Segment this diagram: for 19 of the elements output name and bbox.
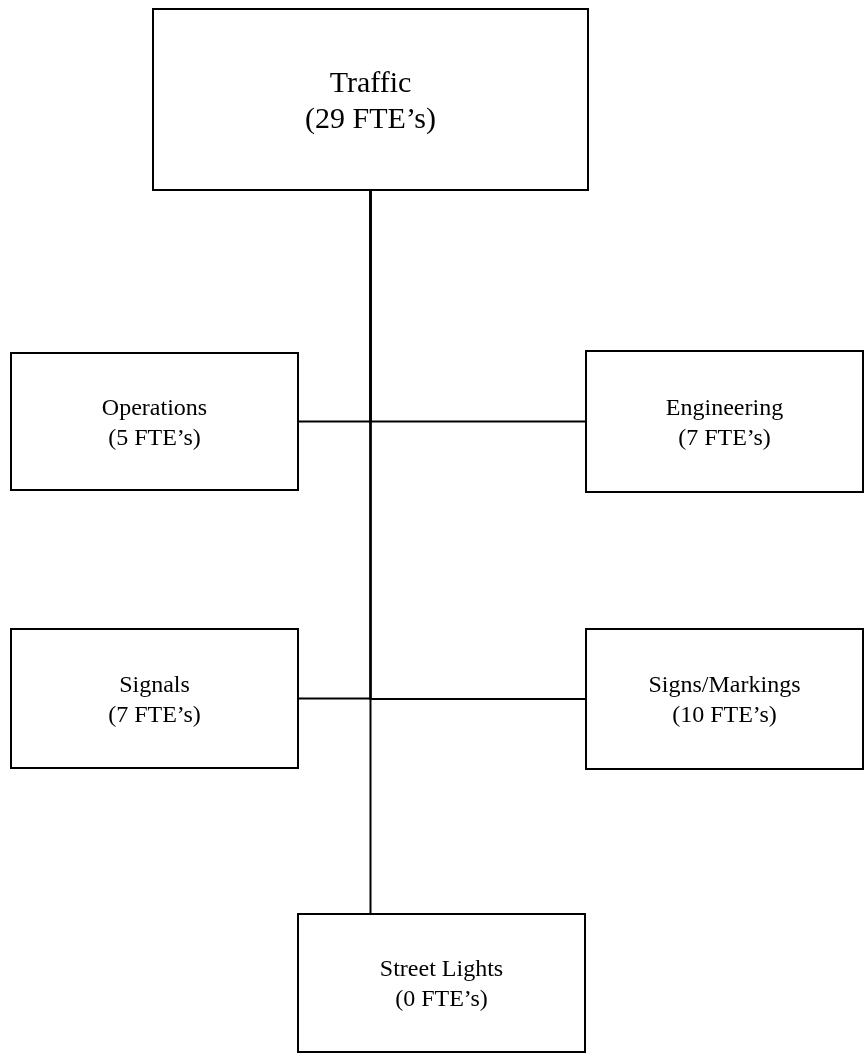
staff-count: (7 FTE’s) — [108, 699, 201, 729]
unit-name: Signals — [119, 669, 190, 699]
staff-count: (5 FTE’s) — [108, 422, 201, 452]
staff-count: (10 FTE’s) — [672, 700, 777, 729]
staff-count: (0 FTE’s) — [395, 984, 488, 1013]
unit-name: Street Lights — [379, 954, 504, 983]
unit-name: Operations — [101, 392, 208, 422]
unit-name: Signs/Markings — [648, 670, 801, 699]
org-box — [10, 628, 299, 769]
org-box — [585, 350, 864, 493]
connector-line — [369, 190, 372, 914]
org-box — [152, 8, 589, 191]
unit-name: Engineering — [665, 392, 784, 422]
unit-name: Traffic — [329, 63, 412, 100]
staff-count: (7 FTE’s) — [678, 422, 771, 452]
staff-count: (29 FTE’s) — [305, 99, 436, 136]
org-box — [10, 352, 299, 491]
org-box — [297, 913, 586, 1053]
org-box — [585, 628, 864, 770]
